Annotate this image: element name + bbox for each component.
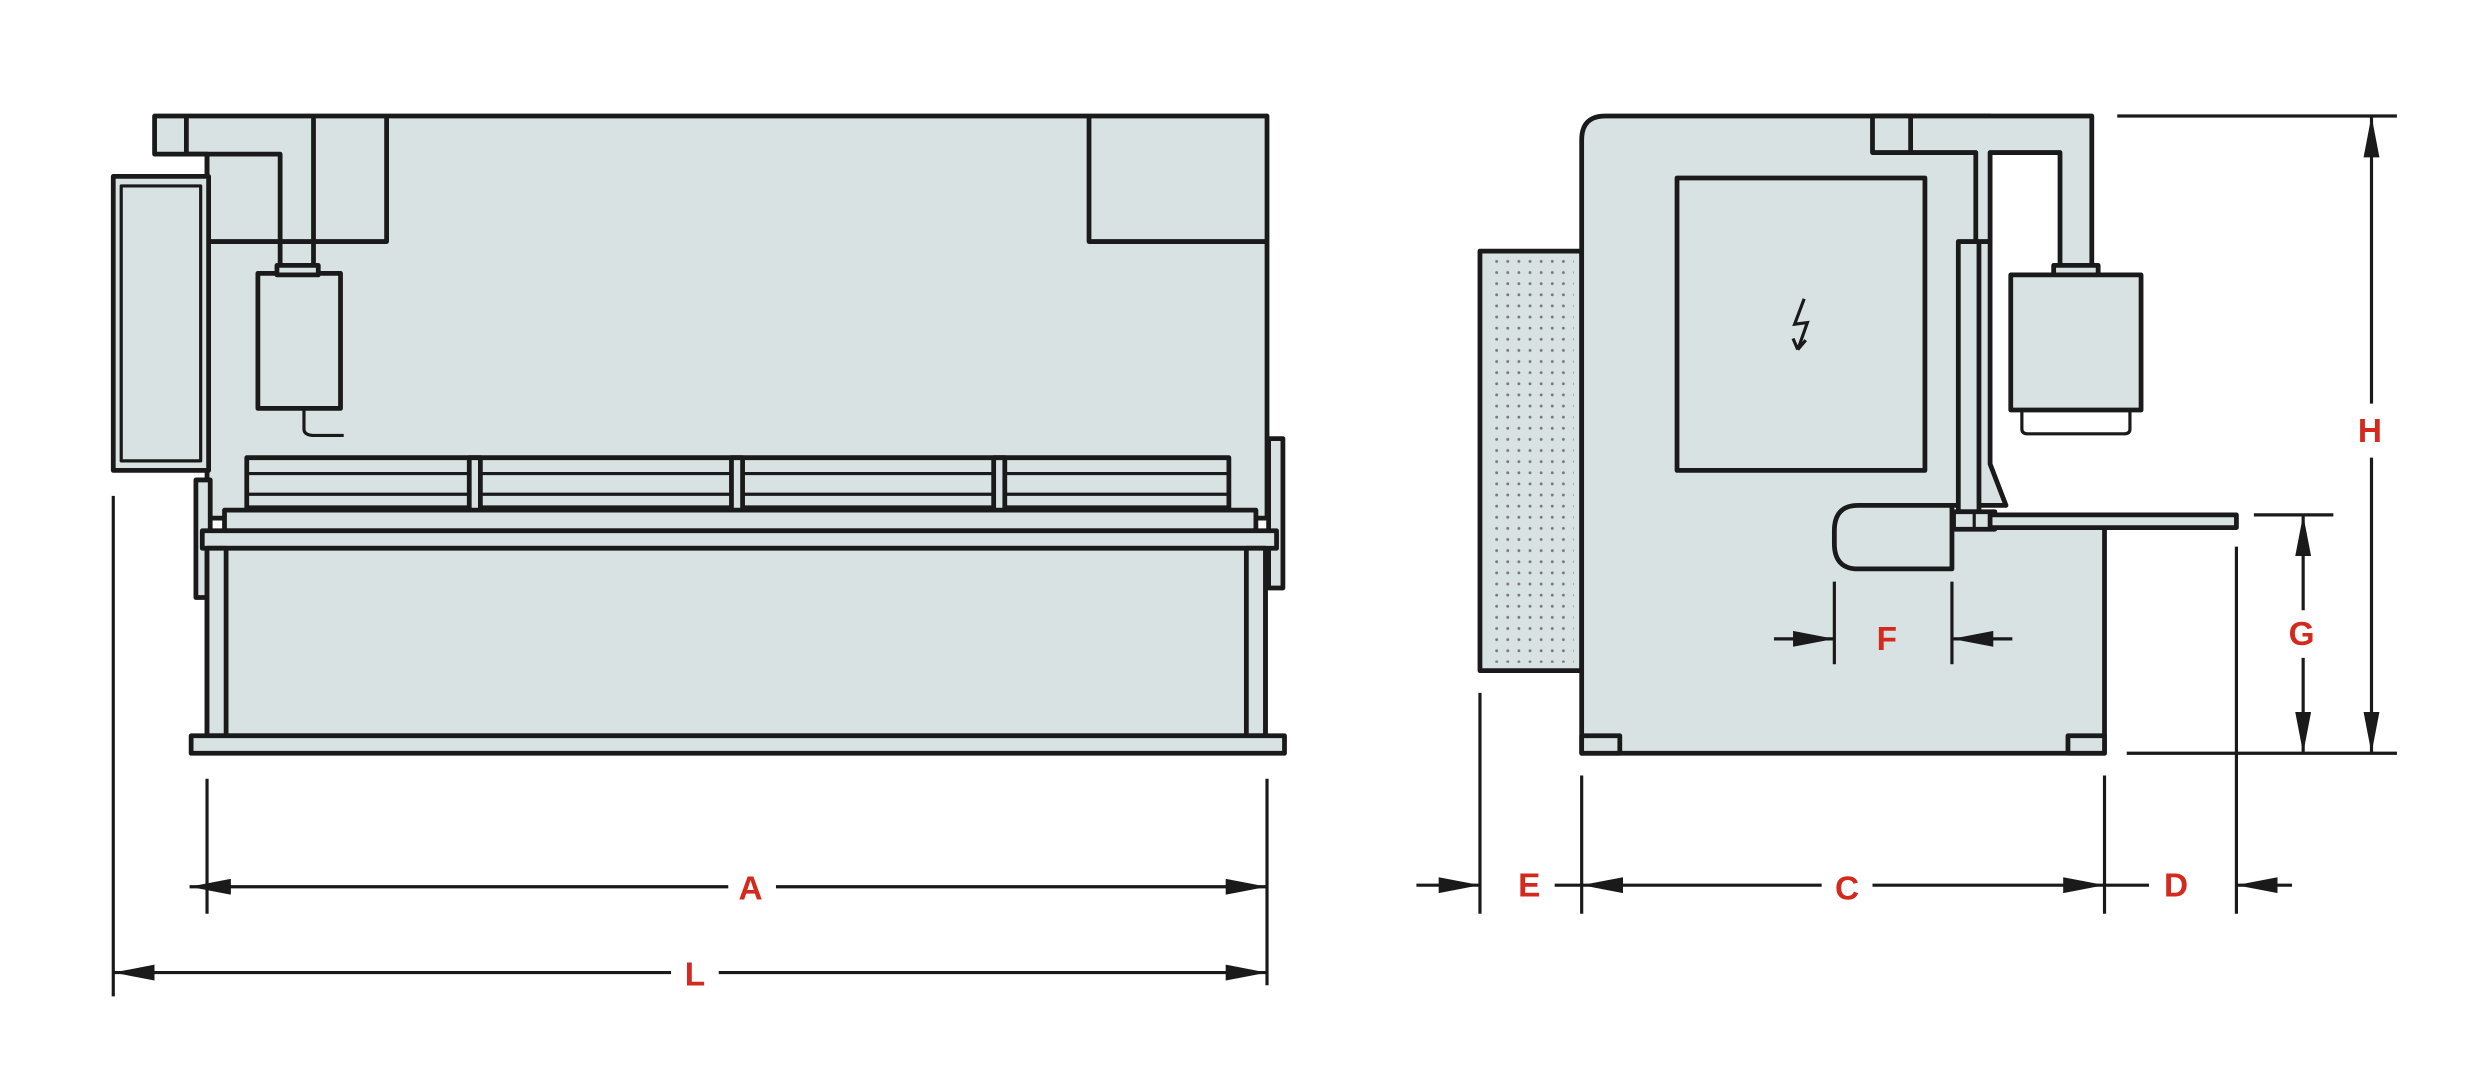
front-right-ear [1266, 436, 1286, 591]
side-ram-guide [1955, 239, 1982, 515]
side-cylinder-handle [2020, 410, 2132, 436]
dimension-lines [111, 114, 2397, 997]
front-table [199, 528, 1279, 551]
front-table-lip [222, 507, 1259, 534]
side-view [1477, 113, 2239, 756]
front-base [188, 733, 1287, 756]
side-table-extension [1987, 512, 2239, 530]
lightning-bolt-icon [1791, 298, 1810, 351]
side-left-foot [1579, 733, 1623, 756]
side-top-cap [1870, 113, 1914, 155]
label-h: H [2358, 413, 2382, 450]
label-g: G [2289, 616, 2315, 653]
dimension-labels: A L E C D F G H [685, 413, 2382, 994]
label-a: A [738, 870, 762, 907]
front-left-leg [204, 545, 229, 739]
side-perforated-pattern [1487, 259, 1574, 663]
front-top-right-block [1086, 116, 1268, 244]
label-f: F [1877, 621, 1897, 658]
label-c: C [1835, 870, 1859, 907]
label-l: L [685, 956, 705, 993]
label-d: D [2164, 867, 2188, 904]
front-control-cabinet-inner [119, 184, 203, 463]
front-hydraulic-pipe [183, 116, 316, 267]
side-hydraulic-arm [1872, 113, 2095, 270]
side-cylinder [2008, 272, 2144, 413]
front-view [110, 113, 1287, 756]
side-right-foot [2065, 733, 2107, 756]
front-cylinder-hook [302, 408, 344, 438]
label-e: E [1518, 867, 1540, 904]
front-cylinder [255, 270, 343, 411]
front-lower-body [204, 545, 1268, 739]
front-right-leg [1243, 545, 1268, 739]
front-cylinder-cap [274, 263, 321, 278]
front-control-cabinet [110, 174, 212, 473]
